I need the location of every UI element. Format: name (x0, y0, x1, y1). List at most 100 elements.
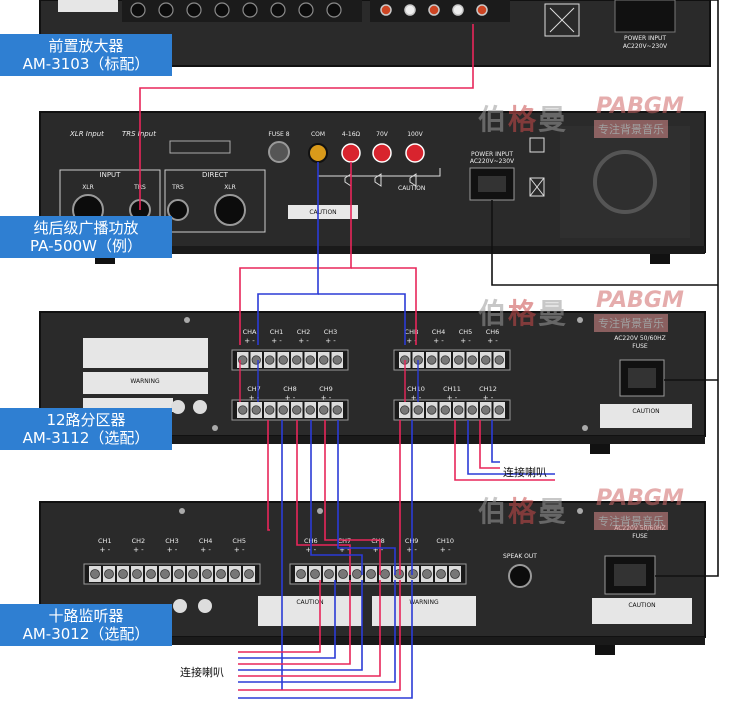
monitor-right-screw-icon (381, 570, 390, 579)
zoner-warning-label: WARNING (130, 378, 160, 385)
zoner-model: AM-3112（选配） (6, 429, 166, 447)
preamp-model: AM-3103（标配） (6, 55, 166, 73)
preamp-power-spec: AC220V~230V (623, 43, 668, 50)
preamp-rca-row (370, 0, 510, 22)
zoner-speaker-connection-label: 连接喇叭 (503, 464, 547, 480)
zoner-fuse-label: FUSE (632, 343, 648, 350)
zoner-bottom-left-screw-icon (279, 406, 288, 415)
monitor-right-screw-icon (353, 570, 362, 579)
zoner-top-left-screw-icon (320, 356, 329, 365)
monitor-right-screw-icon (395, 570, 404, 579)
preamp-power-input: POWER INPUT (624, 35, 666, 42)
zoner-bottom-right-screw-icon (482, 406, 491, 415)
monitor-right-screw-icon (311, 570, 320, 579)
monitor-right-screw-icon (409, 570, 418, 579)
zoner-top-left-strip (232, 350, 348, 370)
amplifier-4-16-terminal (342, 144, 360, 162)
zoner-top-right-screw-icon (428, 356, 437, 365)
zoner-top-right-channel-label: CH5 (459, 328, 473, 336)
amplifier-70v-label: 70V (376, 131, 389, 138)
zoner-label: 12路分区器 AM-3112（选配） (0, 408, 172, 450)
zoner-terminal-block-bottom-left: CH7+ -CH8+ -CH9+ - (232, 385, 348, 420)
amplifier-fuse-holder (269, 142, 289, 162)
monitor-left-screw-icon (161, 570, 170, 579)
monitor-left-channel-label: CH4 (199, 537, 213, 545)
zoner-top-right-channel-label: CH6 (486, 328, 500, 336)
monitor-model: AM-3012（选配） (6, 625, 166, 643)
amplifier-direct-title: DIRECT (202, 171, 229, 179)
monitor-left-polarity-label: + - (99, 546, 110, 554)
monitor-caution-label-right: CAUTION (628, 602, 655, 609)
zoner-top-right-channel-label: CH4 (432, 328, 446, 336)
zoner-bottom-right-channel-label: CH10 (407, 385, 425, 393)
amplifier-model: PA-500W（例） (6, 237, 166, 255)
amplifier-caution-label: CAUTION (309, 209, 336, 216)
zoner-bottom-right-polarity-label: + - (447, 394, 458, 402)
monitor-speak-out-label: SPEAK OUT (503, 553, 537, 560)
zoner-bottom-left-screw-icon (266, 406, 275, 415)
monitor-right-channel-label: CH10 (436, 537, 454, 545)
preamp-name: 前置放大器 (6, 37, 166, 55)
zoner-bottom-left-channel-label: CH7 (247, 385, 261, 393)
zoner-top-left-channel-label: CHA (243, 328, 257, 336)
monitor-left-screw-icon (105, 570, 114, 579)
amplifier-100v-terminal (406, 144, 424, 162)
monitor-fuse-label: FUSE (632, 533, 648, 540)
zoner-bottom-right-screw-icon (414, 406, 423, 415)
zoner-caution-label: CAUTION (632, 408, 659, 415)
zoner-bottom-left-channel-label: CH9 (319, 385, 333, 393)
monitor-left-screw-icon (217, 570, 226, 579)
amplifier-com-label: COM (311, 131, 325, 138)
zoner-bottom-right-channel-label: CH11 (443, 385, 461, 393)
zoner-top-left-channel-label: CH3 (324, 328, 338, 336)
amplifier-xlr-input: XLR Input (69, 130, 104, 138)
zoner-bottom-right-screw-icon (468, 406, 477, 415)
monitor-right-screw-icon (297, 570, 306, 579)
preamp-label: 前置放大器 AM-3103（标配） (0, 34, 172, 76)
monitor-left-channel-label: CH5 (232, 537, 246, 545)
monitor-speaker-connection-label: 连接喇叭 (180, 664, 224, 680)
zoner-bottom-right-channel-label: CH12 (479, 385, 497, 393)
zoner-top-left-screw-icon (306, 356, 315, 365)
zoner-top-right-screw-icon (495, 356, 504, 365)
zoner-top-left-channel-label: CH2 (297, 328, 311, 336)
amplifier-caution-text: CAUTION (398, 185, 425, 192)
amplifier-name: 纯后级广播功放 (6, 219, 166, 237)
zoner-bottom-left-screw-icon (239, 406, 248, 415)
amplifier-4-16-label: 4-16Ω (342, 131, 361, 138)
monitor-left-screw-icon (203, 570, 212, 579)
amplifier-trs-input: TRS Input (122, 130, 156, 138)
amplifier-input-xlr: XLR (82, 184, 94, 191)
zoner-top-right-polarity-label: + - (460, 337, 471, 345)
monitor-power-spec: AC220V 50/60HZ (614, 525, 666, 532)
monitor-warning-label: WARNING (409, 599, 439, 606)
zoner-bottom-right-screw-icon (428, 406, 437, 415)
zoner-bottom-right-screw-icon (455, 406, 464, 415)
monitor-right-screw-icon (367, 570, 376, 579)
zoner-bottom-left-channel-label: CH8 (283, 385, 297, 393)
amplifier-direct-xlr: XLR (224, 184, 236, 191)
monitor-right-channel-label: CH7 (338, 537, 352, 545)
zoner-top-left-polarity-label: + - (325, 337, 336, 345)
zoner-bottom-right-strip (394, 400, 510, 420)
zoner-notice-sticker (83, 338, 208, 368)
zoner-power-spec: AC220V 50/60HZ (614, 335, 666, 342)
zoner-top-left-screw-icon (293, 356, 302, 365)
monitor-name: 十路监听器 (6, 607, 166, 625)
amplifier-power-input: POWER INPUT (471, 151, 513, 158)
zoner-top-right-polarity-label: + - (487, 337, 498, 345)
monitor-label: 十路监听器 AM-3012（选配） (0, 604, 172, 646)
zoner-top-left-screw-icon (252, 356, 261, 365)
zoner-bottom-right-polarity-label: + - (483, 394, 494, 402)
monitor-right-polarity-label: + - (440, 546, 451, 554)
monitor-left-screw-icon (91, 570, 100, 579)
zoner-top-left-polarity-label: + - (271, 337, 282, 345)
zoner-bottom-left-screw-icon (320, 406, 329, 415)
zoner-top-right-screw-icon (482, 356, 491, 365)
monitor-left-screw-icon (189, 570, 198, 579)
zoner-bottom-left-polarity-label: + - (285, 394, 296, 402)
zoner-terminal-block-bottom-right: CH10+ -CH11+ -CH12+ - (394, 385, 510, 420)
amplifier-100v-label: 100V (407, 131, 423, 138)
monitor-left-screw-icon (133, 570, 142, 579)
zoner-top-left-screw-icon (279, 356, 288, 365)
